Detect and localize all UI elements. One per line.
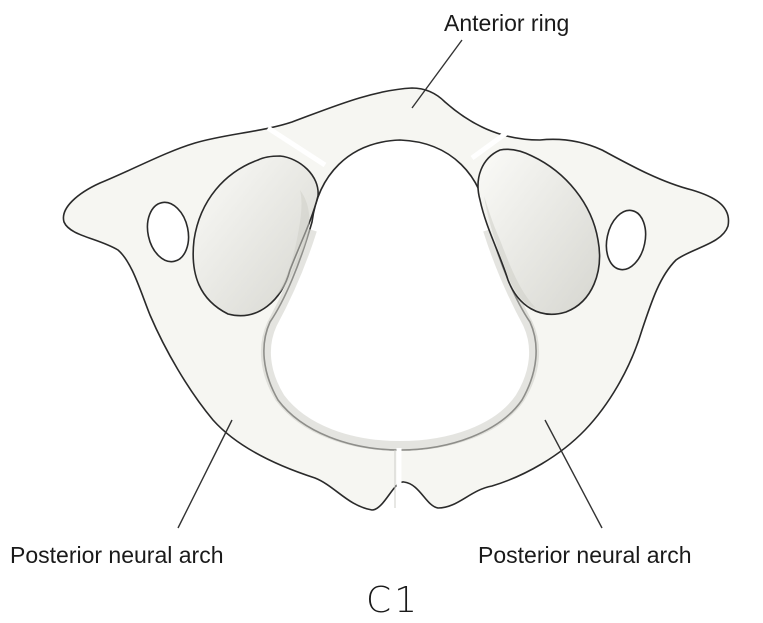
anterior-ring-label: Anterior ring bbox=[444, 12, 569, 35]
posterior-neural-arch-right-label: Posterior neural arch bbox=[478, 544, 692, 567]
canal-rim-shading bbox=[266, 230, 534, 446]
vertebra-name-label: C1 bbox=[366, 583, 420, 619]
posterior-neural-arch-left-label: Posterior neural arch bbox=[10, 544, 224, 567]
leader-line-posterior-left bbox=[178, 420, 232, 528]
